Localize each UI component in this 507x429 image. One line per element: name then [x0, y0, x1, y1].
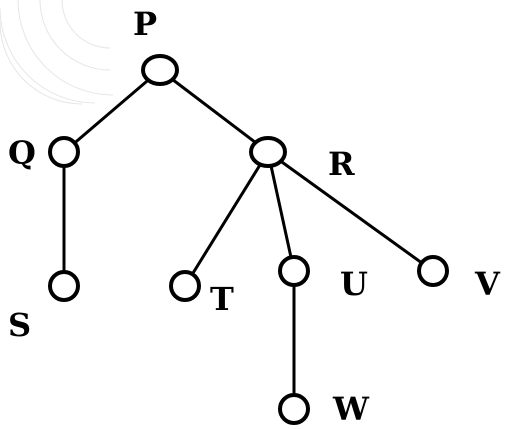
node-label-s: S: [8, 306, 31, 344]
node-r: [249, 136, 287, 168]
node-label-p: P: [133, 5, 157, 43]
node-label-t: T: [210, 280, 234, 318]
node-q: [48, 136, 80, 168]
node-v: [417, 255, 449, 287]
node-p: [141, 54, 179, 86]
node-s: [48, 270, 80, 302]
node-label-q: Q: [8, 134, 36, 172]
edge-r-v: [266, 150, 435, 273]
node-label-v: V: [474, 265, 501, 303]
edge-r-t: [183, 150, 270, 288]
node-label-u: U: [340, 265, 368, 303]
watermark: [0, 0, 114, 105]
node-label-r: R: [328, 145, 355, 183]
edge-p-q: [62, 68, 162, 154]
edge-p-r: [158, 68, 270, 154]
edge-r-u: [266, 150, 296, 273]
node-t: [169, 270, 201, 302]
node-w: [278, 393, 310, 425]
node-label-w: W: [332, 390, 370, 428]
edges: [62, 68, 435, 411]
nodes: [48, 54, 449, 425]
node-u: [278, 255, 310, 287]
node-labels: P Q R S T U V W: [8, 5, 501, 428]
